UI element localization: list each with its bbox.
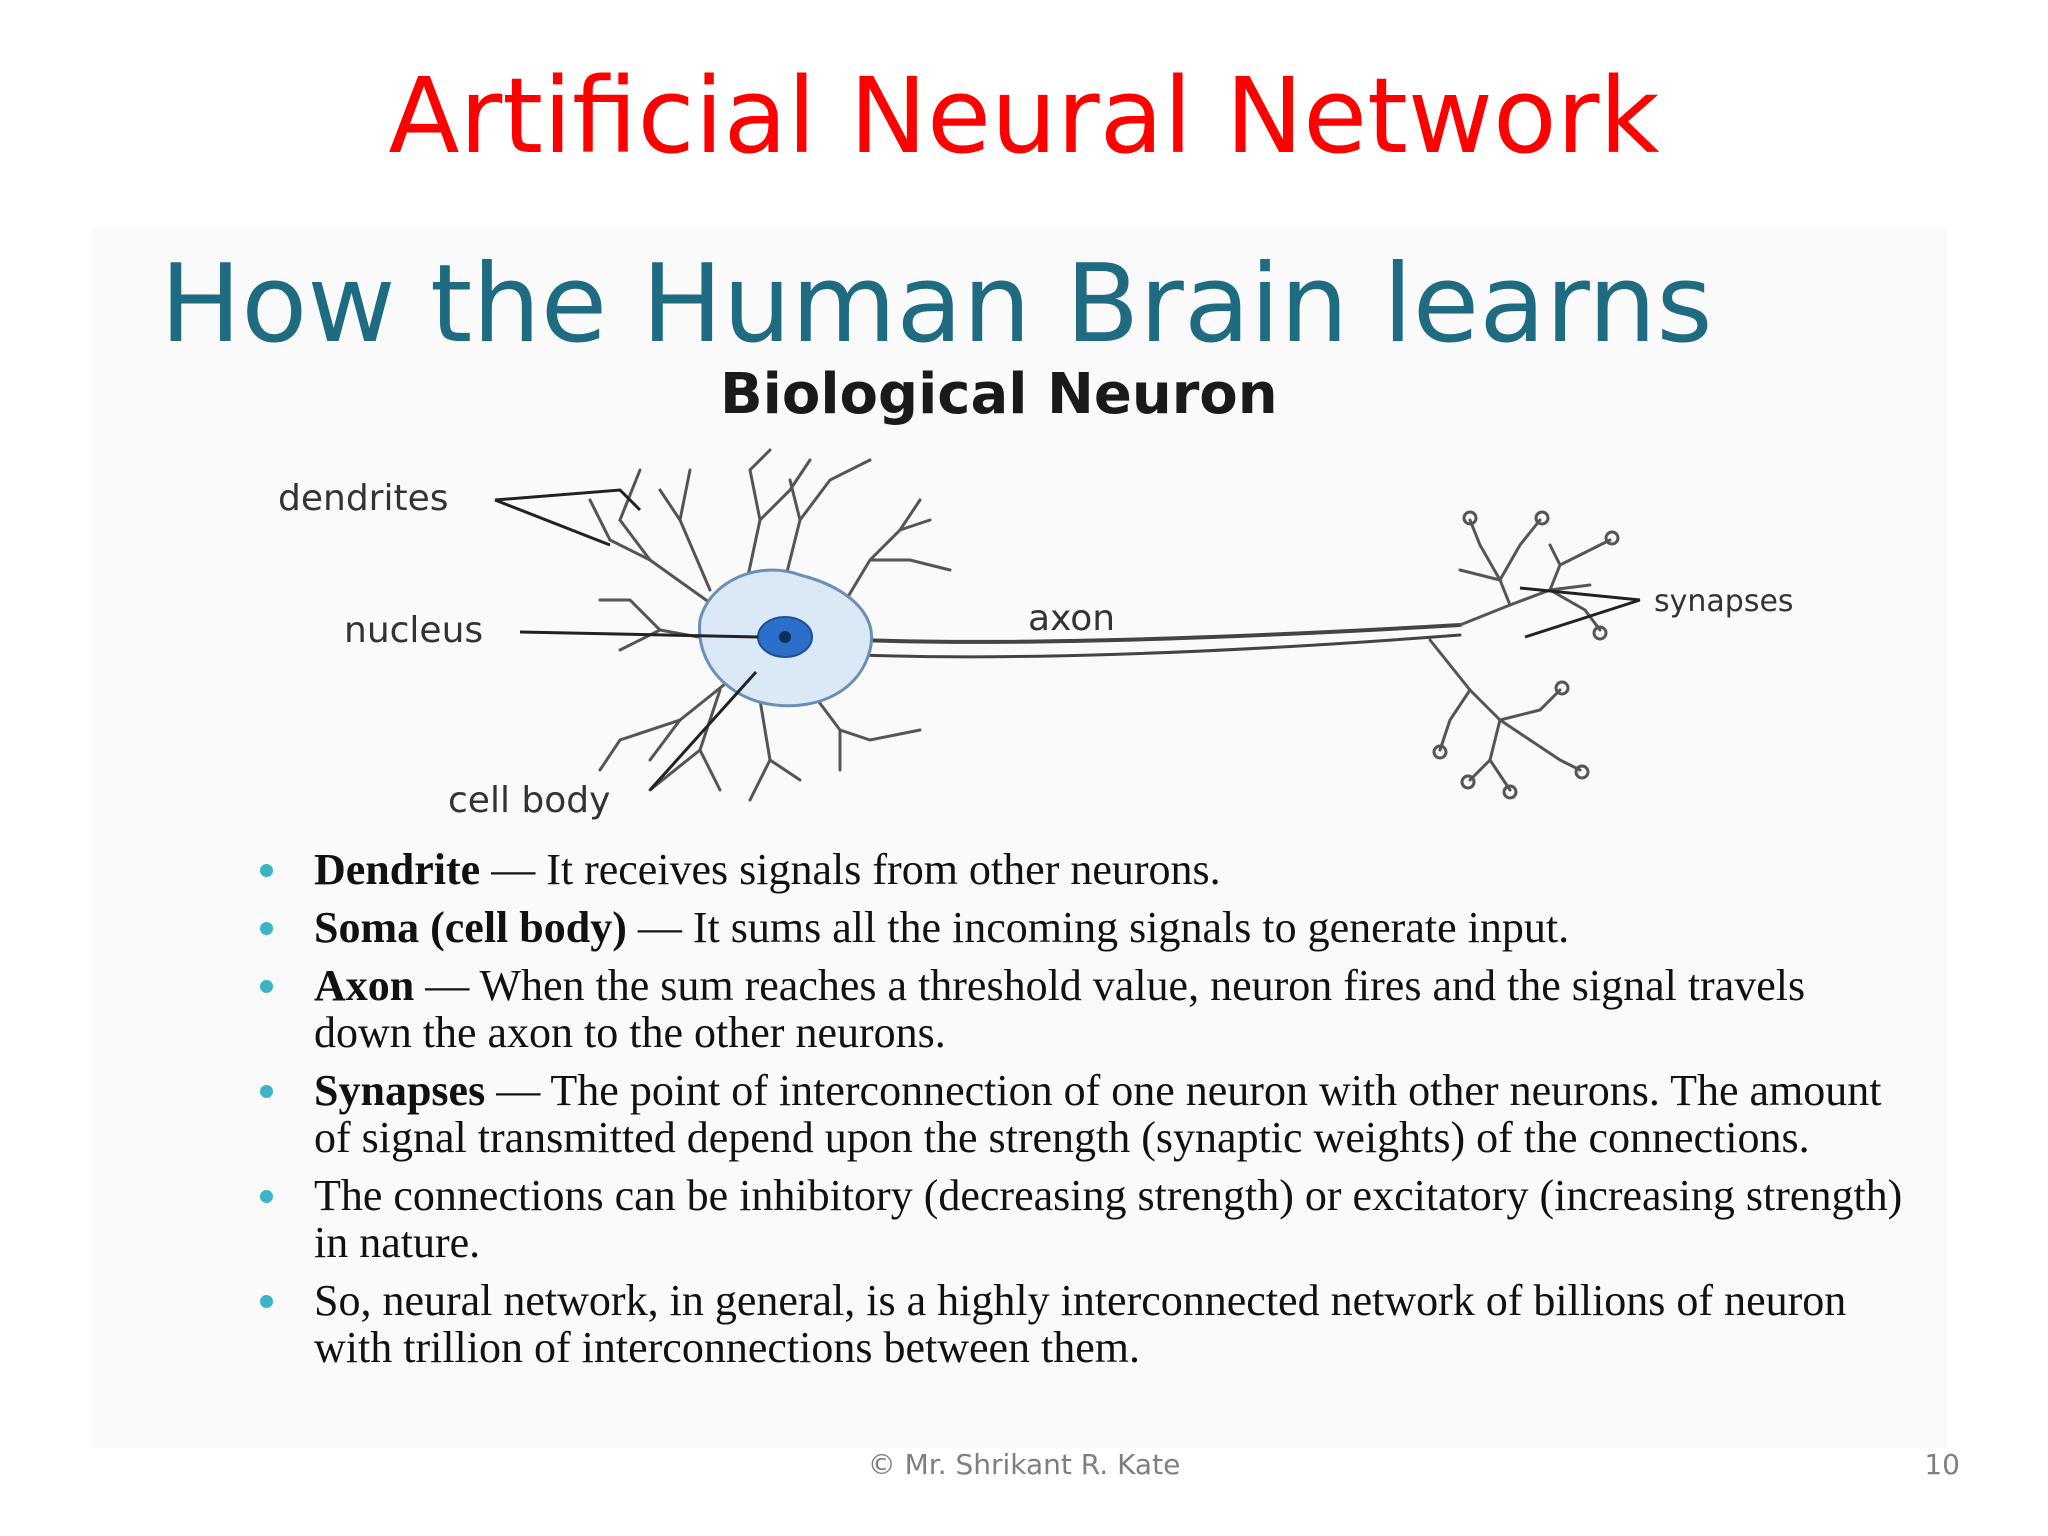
bullet-dot (260, 1295, 273, 1308)
bullet-dot (260, 980, 273, 993)
diagram-title: Biological Neuron (720, 362, 1278, 427)
bullet-text: So, neural network, in general, is a hig… (314, 1276, 1847, 1372)
page-number: 10 (1924, 1448, 1960, 1481)
bullet-term: Synapses (314, 1066, 486, 1115)
cell-body-label: cell body (448, 780, 611, 821)
list-item: The connections can be inhibitory (decre… (252, 1172, 1912, 1266)
content-panel (92, 228, 1947, 1448)
bullet-text: It sums all the incoming signals to gene… (692, 903, 1570, 952)
bullet-term: Soma (cell body) (314, 903, 627, 952)
bullet-dot (260, 922, 273, 935)
neuron-diagram (494, 448, 1641, 802)
footer-copyright: © Mr. Shrikant R. Kate (867, 1448, 1181, 1481)
list-item: Synapses — The point of interconnection … (252, 1067, 1912, 1161)
axon-label: axon (1028, 598, 1116, 639)
list-item: Soma (cell body) — It sums all the incom… (252, 904, 1912, 951)
bullet-term: Axon (314, 961, 415, 1010)
bullet-text: It receives signals from other neurons. (546, 845, 1221, 894)
axon-line (858, 623, 1462, 644)
bullet-term: Dendrite (314, 845, 481, 894)
synapses-label: synapses (1654, 584, 1794, 619)
bullet-dot (260, 1085, 273, 1098)
bullet-dot (260, 1190, 273, 1203)
synapses-leader (1519, 586, 1641, 602)
nucleus-leader (519, 630, 759, 639)
bullet-text: When the sum reaches a threshold value, … (314, 961, 1806, 1057)
bullet-text: The point of interconnection of one neur… (314, 1066, 1882, 1162)
nucleus-label: nucleus (344, 610, 484, 651)
bullet-list: Dendrite — It receives signals from othe… (252, 846, 1912, 1382)
slide-title: Artificial Neural Network (388, 55, 1660, 177)
bullet-text: The connections can be inhibitory (decre… (314, 1171, 1903, 1267)
dendrites-label: dendrites (278, 478, 449, 519)
dendrite-branch (618, 468, 722, 612)
list-item: So, neural network, in general, is a hig… (252, 1277, 1912, 1371)
panel-heading: How the Human Brain learns (160, 242, 1713, 367)
list-item: Dendrite — It receives signals from othe… (252, 846, 1912, 893)
list-item: Axon — When the sum reaches a threshold … (252, 962, 1912, 1056)
dendrites-leader (494, 488, 642, 512)
cell-body-leader (648, 670, 758, 792)
bullet-dot (260, 864, 273, 877)
